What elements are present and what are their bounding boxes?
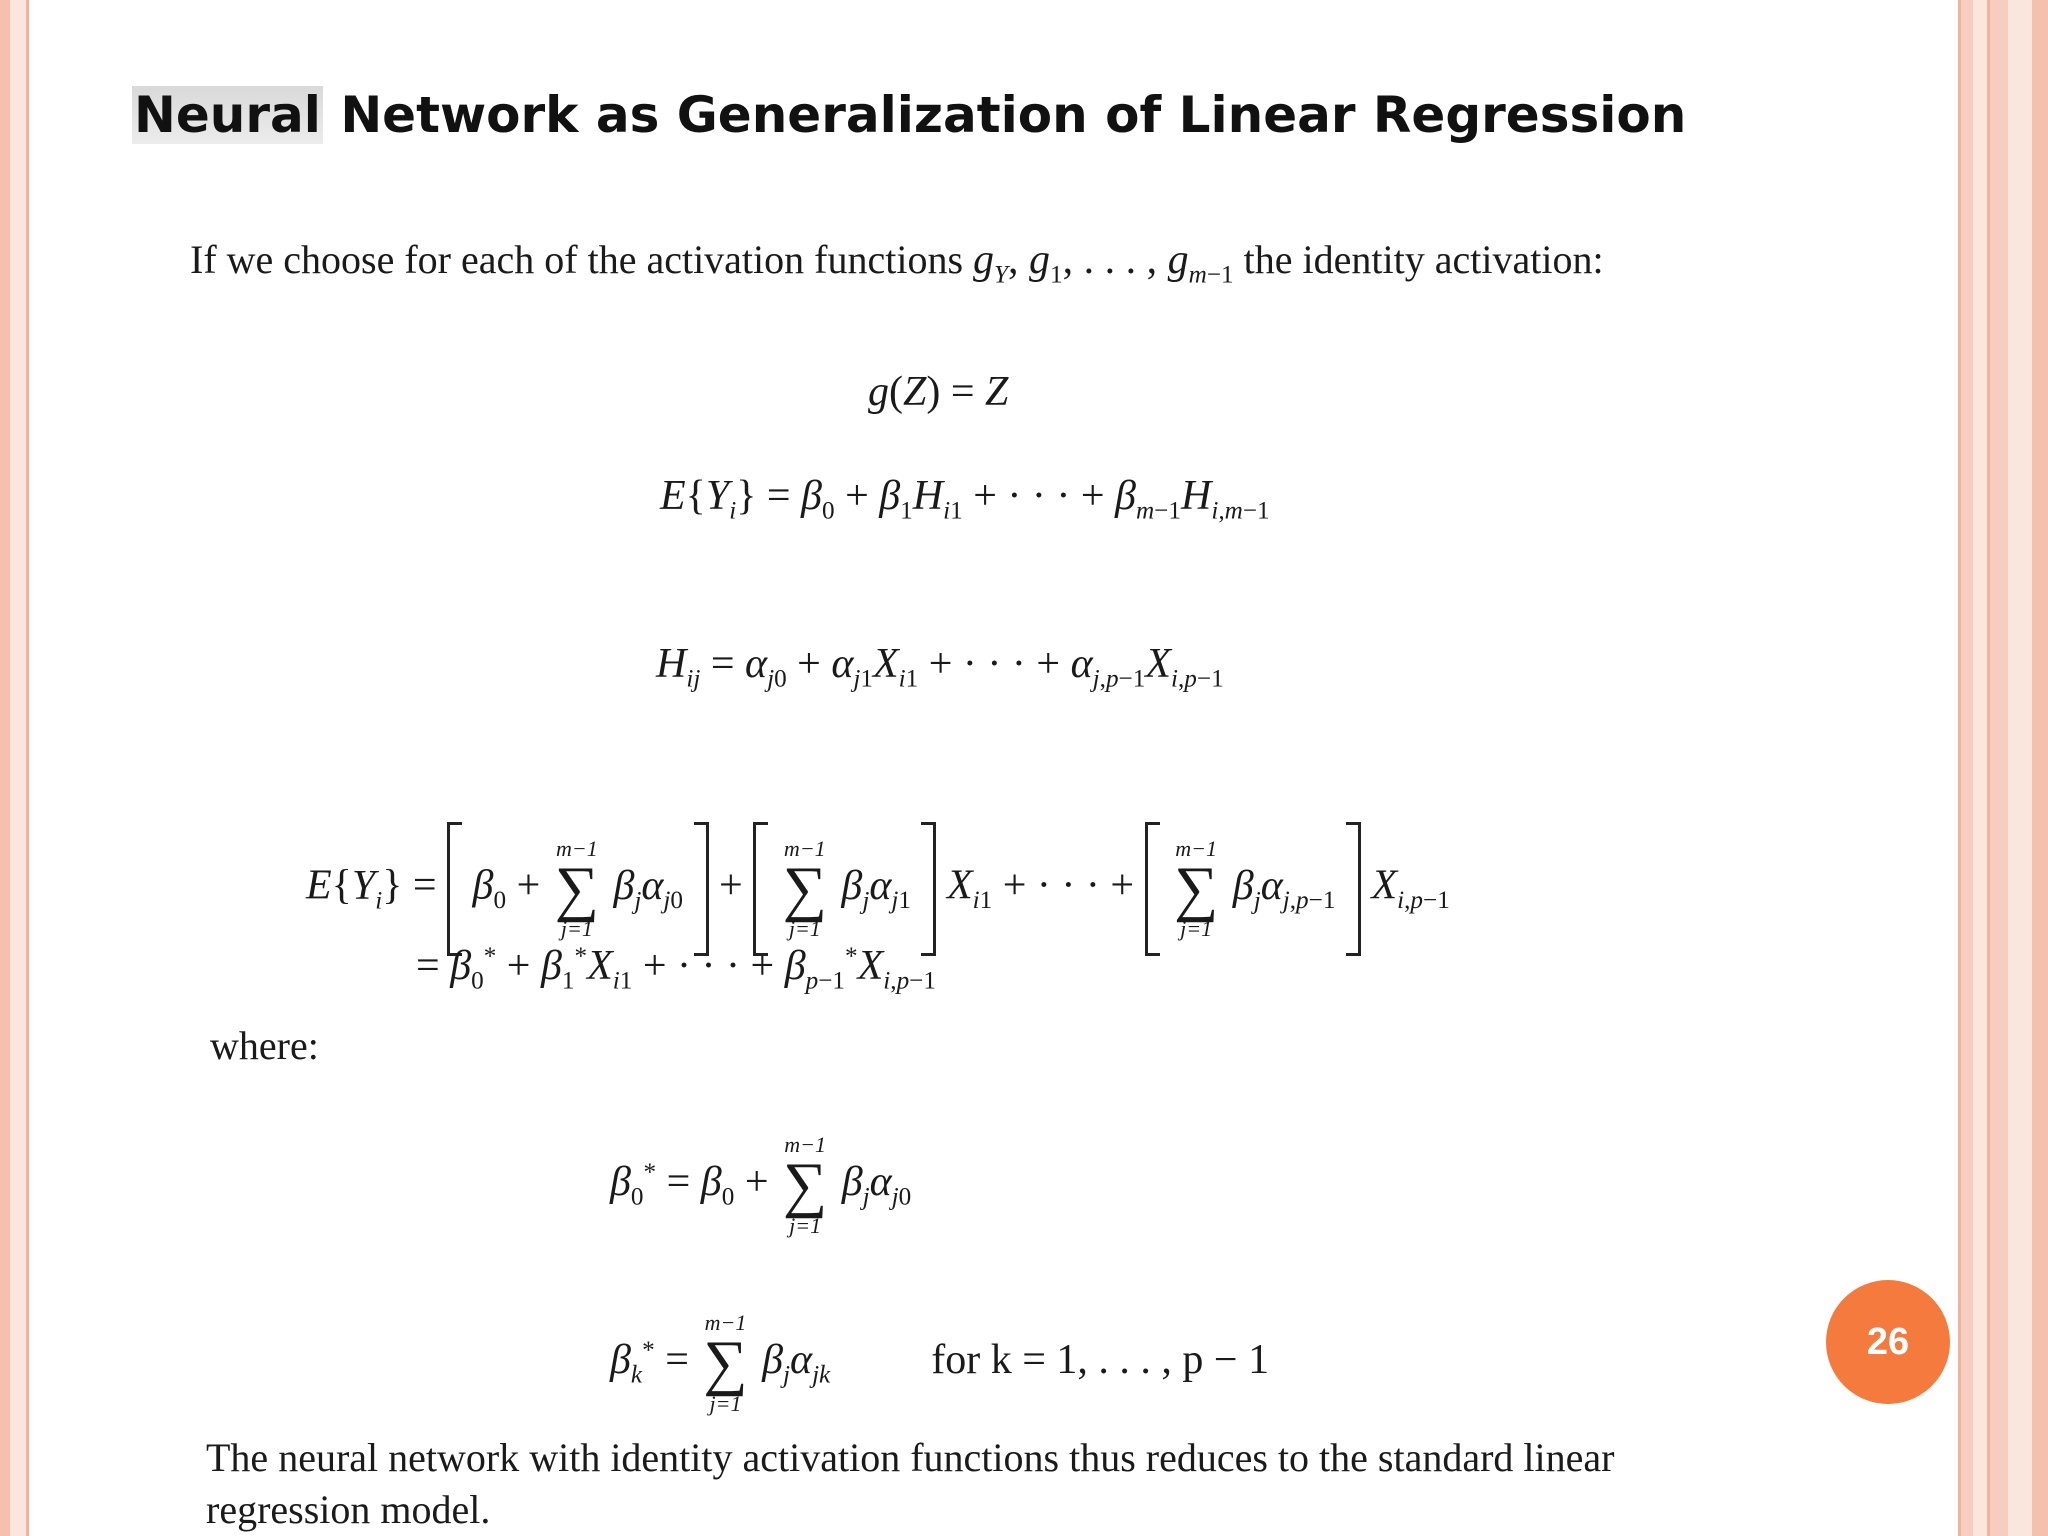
expanded-equation: E{Yi} = β0 + m−1∑j=1 βjαj0 + m−1∑j=1 βjα… <box>306 822 1450 956</box>
left-border-stripe <box>0 0 10 1536</box>
simplified-equation: = β0* + β1*Xi1 + · · · + βp−1*Xi,p−1 <box>416 943 936 995</box>
where-label: where: <box>210 1023 319 1068</box>
left-border-line <box>26 0 29 1536</box>
identity-equation: g(Z) = Z <box>868 369 1009 415</box>
betak-star-definition: βk* = m−1∑j=1 βjαjk for k = 1, . . . , p… <box>610 1310 1270 1416</box>
beta0-star-definition: β0* = β0 + m−1∑j=1 βjαj0 <box>610 1132 912 1238</box>
summation-symbol: m−1∑j=1 <box>783 1132 828 1238</box>
title-rest: Network as Generalization of Linear Regr… <box>340 86 1687 144</box>
left-border-stripe <box>10 0 26 1536</box>
summation-symbol: m−1∑j=1 <box>1174 835 1219 942</box>
expected-value-equation: E{Yi} = β0 + β1Hi1 + · · · + βm−1Hi,m−1 <box>660 473 1270 525</box>
title-first-word: Neural <box>132 86 323 144</box>
summation-symbol: m−1∑j=1 <box>782 835 827 942</box>
right-border-stripe <box>1961 0 1973 1536</box>
right-border-stripe <box>1990 0 2008 1536</box>
summation-symbol: m−1∑j=1 <box>554 835 599 942</box>
right-border-stripe <box>1973 0 1987 1536</box>
for-k-range: for k = 1, . . . , p − 1 <box>931 1337 1270 1384</box>
right-border-line <box>1958 0 1961 1536</box>
right-border-stripe <box>2008 0 2032 1536</box>
intro-text-after: the identity activation: <box>1243 237 1604 282</box>
right-border-line <box>1987 0 1990 1536</box>
activation-functions-list: gY, g1, . . . , gm−1 <box>973 237 1234 289</box>
hidden-unit-equation: Hij = αj0 + αj1Xi1 + · · · + αj,p−1Xi,p−… <box>656 641 1224 693</box>
intro-paragraph: If we choose for each of the activation … <box>190 236 1604 289</box>
slide-title: Neural Network as Generalization of Line… <box>132 86 1686 144</box>
page-number-badge: 26 <box>1826 1280 1950 1404</box>
conclusion-paragraph: The neural network with identity activat… <box>206 1435 1615 1532</box>
summation-symbol: m−1∑j=1 <box>703 1310 748 1416</box>
right-border-stripe <box>2032 0 2048 1536</box>
intro-text-before: If we choose for each of the activation … <box>190 237 964 282</box>
